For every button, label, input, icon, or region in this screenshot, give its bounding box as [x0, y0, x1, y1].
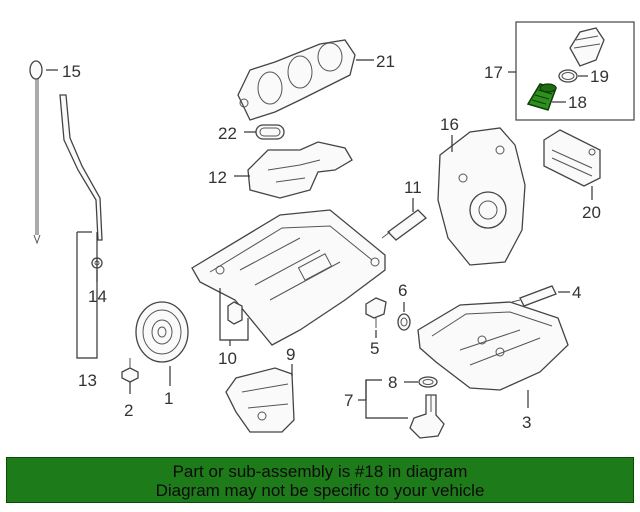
drain-plug[interactable] — [227, 301, 243, 325]
upper-oil-pan[interactable] — [191, 209, 386, 346]
lower-oil-pan[interactable] — [417, 301, 569, 391]
oil-sensor[interactable] — [365, 297, 387, 328]
washer-8[interactable] — [418, 376, 438, 388]
timing-cover[interactable] — [437, 127, 526, 266]
pulley-bolt[interactable] — [121, 358, 139, 383]
callout-18: 18 — [568, 93, 587, 112]
crankshaft-pulley[interactable] — [135, 301, 189, 363]
intake-manifold[interactable] — [237, 39, 356, 121]
o-ring[interactable] — [558, 69, 578, 83]
callout-16: 16 — [440, 115, 459, 134]
banner-line-1: Part or sub-assembly is #18 in diagram — [172, 462, 468, 481]
callout-15: 15 — [62, 62, 81, 81]
callout-4: 4 — [572, 283, 581, 302]
callout-8: 8 — [388, 373, 397, 392]
callout-17: 17 — [484, 63, 503, 82]
banner-line-2: Diagram may not be specific to your vehi… — [155, 481, 485, 500]
oil-cooler[interactable] — [543, 129, 601, 187]
oil-filter-element-highlighted[interactable] — [526, 83, 557, 111]
callout-13: 13 — [78, 371, 97, 390]
callout-12: 12 — [208, 168, 227, 187]
callout-3: 3 — [522, 413, 531, 432]
washer-6[interactable] — [397, 313, 411, 331]
oil-level-sensor[interactable] — [409, 394, 445, 439]
callout-7: 7 — [344, 391, 353, 410]
callout-20: 20 — [582, 203, 601, 222]
callout-21: 21 — [376, 52, 395, 71]
callout-9: 9 — [286, 345, 295, 364]
filter-housing-cap[interactable] — [569, 27, 605, 67]
sealant-tube-upper[interactable] — [381, 209, 427, 241]
callout-22: 22 — [218, 124, 237, 143]
callout-19: 19 — [590, 67, 609, 86]
info-banner: Part or sub-assembly is #18 in diagram D… — [6, 457, 634, 503]
dipstick[interactable] — [29, 60, 43, 245]
gasket[interactable] — [255, 124, 285, 140]
sealant-tube-lower[interactable] — [511, 285, 557, 307]
cover-bracket[interactable] — [247, 141, 353, 199]
callout-2: 2 — [124, 401, 133, 420]
callout-6: 6 — [398, 281, 407, 300]
callout-10: 10 — [218, 349, 237, 368]
parts-diagram: 15 21 22 12 11 16 17 19 18 20 4 6 5 9 10… — [29, 21, 635, 439]
oil-baffle[interactable] — [225, 367, 295, 433]
dipstick-tube[interactable] — [59, 94, 103, 269]
callout-1: 1 — [164, 389, 173, 408]
callout-5: 5 — [370, 339, 379, 358]
callout-11: 11 — [404, 178, 422, 197]
callout-14: 14 — [88, 287, 107, 306]
